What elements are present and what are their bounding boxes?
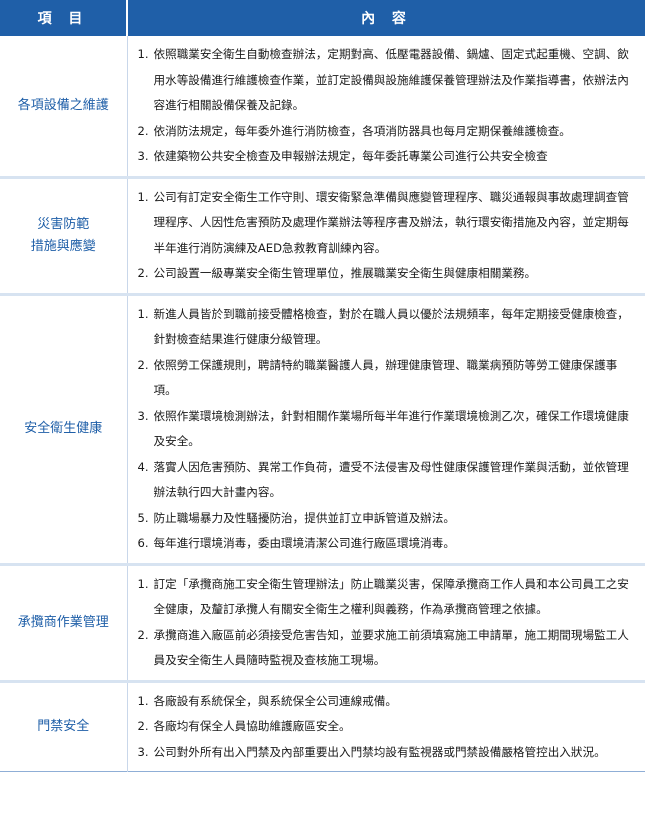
item-text: 依建築物公共安全檢查及申報辦法規定，每年委託專業公司進行公共安全檢查	[153, 149, 548, 163]
content-list: 1. 新進人員皆於到職前接受體格檢查，對於在職人員以優於法規頻率，每年定期接受健康…	[138, 302, 638, 557]
table-row: 災害防範措施與應變 1. 公司有訂定安全衛生工作守則、環安衛緊急準備與應變管理程序、…	[0, 177, 645, 294]
category-cell: 各項設備之維護	[0, 36, 128, 177]
category-cell: 災害防範措施與應變	[0, 177, 128, 294]
item-text: 依照勞工保護規則，聘請特約職業醫護人員，辦理健康管理、職業病預防等勞工健康保護事…	[153, 357, 618, 398]
item-number: 1.	[137, 576, 149, 591]
content-list: 1. 依照職業安全衛生自動檢查辦法，定期對高、低壓電器設備、鍋爐、固定式起重機、空…	[138, 42, 638, 170]
header-row: 項 目 內 容	[0, 0, 645, 36]
category-label: 門禁安全	[37, 718, 90, 734]
item-number: 4.	[137, 459, 149, 474]
item-number: 1.	[137, 693, 149, 708]
item-text: 每年進行環境消毒，委由環境清潔公司進行廠區環境消毒。	[153, 536, 455, 550]
item-text: 依消防法規定，每年委外進行消防檢查，各項消防器具也每月定期保養維護檢查。	[153, 123, 571, 138]
content-cell: 1. 公司有訂定安全衛生工作守則、環安衛緊急準備與應變管理程序、職災通報與事故處理…	[127, 177, 645, 294]
content-list: 1. 各廠設有系統保全，與系統保全公司連線戒備。 2. 各廠均有保全人員協助維護廠區安…	[138, 689, 638, 766]
item-text: 新進人員皆於到職前接受體格檢查，對於在職人員以優於法規頻率，每年定期接受健康檢查…	[153, 306, 629, 347]
list-item: 1. 新進人員皆於到職前接受體格檢查，對於在職人員以優於法規頻率，每年定期接受健康…	[138, 302, 638, 353]
item-text: 公司對外所有出入門禁及內部重要出入門禁均設有監視器或門禁設備嚴格管控出入狀況。	[153, 744, 606, 759]
item-number: 2.	[137, 627, 149, 642]
content-cell: 1. 依照職業安全衛生自動檢查辦法，定期對高、低壓電器設備、鍋爐、固定式起重機、空…	[127, 36, 645, 177]
safety-measures-table: 項 目 內 容 各項設備之維護 1. 依照職業安全衛生自動檢查辦法，定期對高、低壓電…	[0, 0, 645, 772]
item-number: 6.	[137, 536, 149, 550]
category-label: 承攬商作業管理	[17, 614, 109, 630]
content-cell: 1. 訂定「承攬商施工安全衛生管理辦法」防止職業災害，保障承攬商工作人員和本公司員…	[127, 564, 645, 681]
table-row: 安全衛生健康 1. 新進人員皆於到職前接受體格檢查，對於在職人員以優於法規頻率，每年…	[0, 294, 645, 564]
header-item: 項 目	[0, 0, 128, 36]
list-item: 4. 落實人因危害預防、異常工作負荷，遭受不法侵害及母性健康保護管理作業與活動，並…	[138, 455, 638, 506]
list-item: 2. 公司設置一級專業安全衛生管理單位，推展職業安全衛生與健康相關業務。	[138, 261, 638, 287]
list-item: 3. 依照作業環境檢測辦法，針對相關作業場所每半年進行作業環境檢測乙次，確保工作環…	[138, 404, 638, 455]
item-text: 各廠設有系統保全，與系統保全公司連線戒備。	[153, 693, 397, 708]
list-item: 3. 依建築物公共安全檢查及申報辦法規定，每年委託專業公司進行公共安全檢查	[138, 144, 638, 170]
item-number: 2.	[137, 266, 149, 280]
list-item: 2. 承攬商進入廠區前必須接受危害告知，並要求施工前須填寫施工申請單，施工期間現場…	[138, 623, 638, 674]
table-body: 各項設備之維護 1. 依照職業安全衛生自動檢查辦法，定期對高、低壓電器設備、鍋爐、固…	[0, 36, 645, 772]
content-cell: 1. 各廠設有系統保全，與系統保全公司連線戒備。 2. 各廠均有保全人員協助維護廠區安…	[127, 681, 645, 772]
item-number: 3.	[137, 408, 149, 423]
item-number: 1.	[137, 47, 149, 61]
item-number: 2.	[137, 719, 149, 733]
category-label: 災害防範	[37, 216, 90, 232]
content-list: 1. 公司有訂定安全衛生工作守則、環安衛緊急準備與應變管理程序、職災通報與事故處理…	[138, 185, 638, 287]
list-item: 2. 各廠均有保全人員協助維護廠區安全。	[138, 714, 638, 740]
category-label: 措施與應變	[30, 238, 96, 254]
category-cell: 承攬商作業管理	[0, 564, 128, 681]
item-text: 依照作業環境檢測辦法，針對相關作業場所每半年進行作業環境檢測乙次，確保工作環境健…	[153, 408, 629, 449]
item-text: 依照職業安全衛生自動檢查辦法，定期對高、低壓電器設備、鍋爐、固定式起重機、空調、…	[153, 47, 629, 112]
list-item: 1. 訂定「承攬商施工安全衛生管理辦法」防止職業災害，保障承攬商工作人員和本公司員…	[138, 572, 638, 623]
list-item: 3. 公司對外所有出入門禁及內部重要出入門禁均設有監視器或門禁設備嚴格管控出入狀況…	[138, 740, 638, 766]
item-text: 訂定「承攬商施工安全衛生管理辦法」防止職業災害，保障承攬商工作人員和本公司員工之…	[153, 576, 629, 617]
list-item: 5. 防止職場暴力及性騷擾防治，提供並訂立申訴管道及辦法。	[138, 506, 638, 532]
item-text: 落實人因危害預防、異常工作負荷，遭受不法侵害及母性健康保護管理作業與活動，並依管…	[153, 459, 629, 500]
item-number: 1.	[137, 189, 149, 204]
item-text: 防止職場暴力及性騷擾防治，提供並訂立申訴管道及辦法。	[153, 510, 455, 525]
item-number: 5.	[137, 510, 149, 525]
item-number: 3.	[137, 744, 149, 759]
content-cell: 1. 新進人員皆於到職前接受體格檢查，對於在職人員以優於法規頻率，每年定期接受健康…	[127, 294, 645, 564]
list-item: 2. 依消防法規定，每年委外進行消防檢查，各項消防器具也每月定期保養維護檢查。	[138, 119, 638, 145]
category-label: 各項設備之維護	[17, 97, 109, 113]
item-text: 公司設置一級專業安全衛生管理單位，推展職業安全衛生與健康相關業務。	[153, 266, 537, 280]
table-row: 各項設備之維護 1. 依照職業安全衛生自動檢查辦法，定期對高、低壓電器設備、鍋爐、固…	[0, 36, 645, 177]
category-label: 安全衛生健康	[24, 421, 103, 436]
list-item: 2. 依照勞工保護規則，聘請特約職業醫護人員，辦理健康管理、職業病預防等勞工健康保…	[138, 353, 638, 404]
category-cell: 門禁安全	[0, 681, 128, 772]
table-row: 承攬商作業管理 1. 訂定「承攬商施工安全衛生管理辦法」防止職業災害，保障承攬商工作…	[0, 564, 645, 681]
item-text: 各廠均有保全人員協助維護廠區安全。	[153, 719, 351, 733]
list-item: 1. 依照職業安全衛生自動檢查辦法，定期對高、低壓電器設備、鍋爐、固定式起重機、空…	[138, 42, 638, 119]
item-number: 2.	[137, 123, 149, 138]
item-text: 承攬商進入廠區前必須接受危害告知，並要求施工前須填寫施工申請單，施工期間現場監工…	[153, 627, 629, 668]
table-header: 項 目 內 容	[0, 0, 645, 36]
list-item: 1. 各廠設有系統保全，與系統保全公司連線戒備。	[138, 689, 638, 715]
content-list: 1. 訂定「承攬商施工安全衛生管理辦法」防止職業災害，保障承攬商工作人員和本公司員…	[138, 572, 638, 674]
list-item: 1. 公司有訂定安全衛生工作守則、環安衛緊急準備與應變管理程序、職災通報與事故處理…	[138, 185, 638, 262]
table-row: 門禁安全 1. 各廠設有系統保全，與系統保全公司連線戒備。 2. 各廠均有保全人員協助維…	[0, 681, 645, 772]
header-content: 內 容	[127, 0, 645, 36]
item-number: 2.	[137, 357, 149, 372]
list-item: 6. 每年進行環境消毒，委由環境清潔公司進行廠區環境消毒。	[138, 531, 638, 557]
item-number: 1.	[137, 306, 149, 321]
item-number: 3.	[137, 149, 149, 163]
category-cell: 安全衛生健康	[0, 294, 128, 564]
item-text: 公司有訂定安全衛生工作守則、環安衛緊急準備與應變管理程序、職災通報與事故處理調查…	[153, 189, 629, 255]
